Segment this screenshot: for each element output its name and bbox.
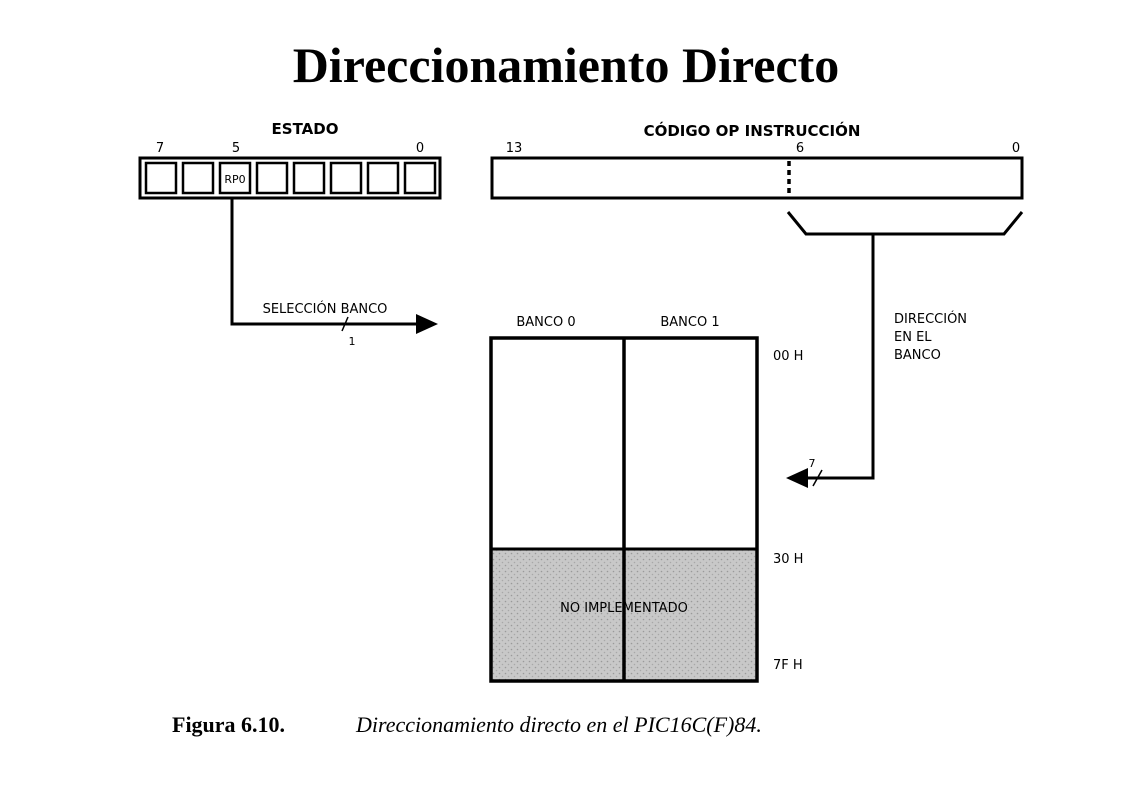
page-title: Direccionamiento Directo bbox=[293, 37, 840, 93]
bank-select-arrowhead bbox=[416, 314, 438, 334]
address-label-line1: DIRECCIÓN bbox=[894, 311, 967, 327]
bank-select-label: SELECCIÓN BANCO bbox=[263, 301, 388, 317]
rp0-label: RP0 bbox=[224, 173, 245, 186]
rp0-bit-cell bbox=[218, 161, 252, 195]
opcode-bit-mid: 6 bbox=[796, 141, 804, 156]
address-slash bbox=[812, 469, 823, 487]
opcode-register-label: CÓDIGO OP INSTRUCCIÓN bbox=[644, 121, 861, 140]
status-register bbox=[138, 156, 442, 200]
address-line bbox=[806, 234, 875, 480]
address-label-line3: BANCO bbox=[894, 348, 941, 363]
status-bit-high: 7 bbox=[156, 141, 164, 156]
memory-map bbox=[489, 336, 759, 683]
address-bracket bbox=[786, 211, 1024, 236]
bank-select-width: 1 bbox=[349, 335, 356, 348]
opcode-bit-high: 13 bbox=[506, 141, 523, 156]
addr-00h: 00 H bbox=[773, 349, 803, 364]
addr-30h: 30 H bbox=[773, 552, 803, 567]
addr-7fh: 7F H bbox=[773, 658, 803, 673]
status-bit-low: 0 bbox=[416, 141, 424, 156]
address-label-line2: EN EL bbox=[894, 330, 932, 345]
address-arrowhead bbox=[786, 468, 808, 488]
bank0-label: BANCO 0 bbox=[516, 315, 575, 330]
status-register-label: ESTADO bbox=[272, 120, 339, 138]
status-bit-mid: 5 bbox=[232, 141, 240, 156]
bank-select-slash bbox=[341, 316, 349, 332]
caption-text: Direccionamiento directo en el PIC16C(F)… bbox=[355, 712, 762, 737]
opcode-bit-low: 0 bbox=[1012, 141, 1020, 156]
bank-select-line bbox=[230, 198, 418, 326]
unimplemented-label: NO IMPLEMENTADO bbox=[560, 601, 688, 616]
caption-number: Figura 6.10. bbox=[172, 712, 285, 737]
address-width: 7 bbox=[809, 457, 816, 470]
opcode-register bbox=[490, 156, 1024, 200]
bank1-label: BANCO 1 bbox=[660, 315, 719, 330]
